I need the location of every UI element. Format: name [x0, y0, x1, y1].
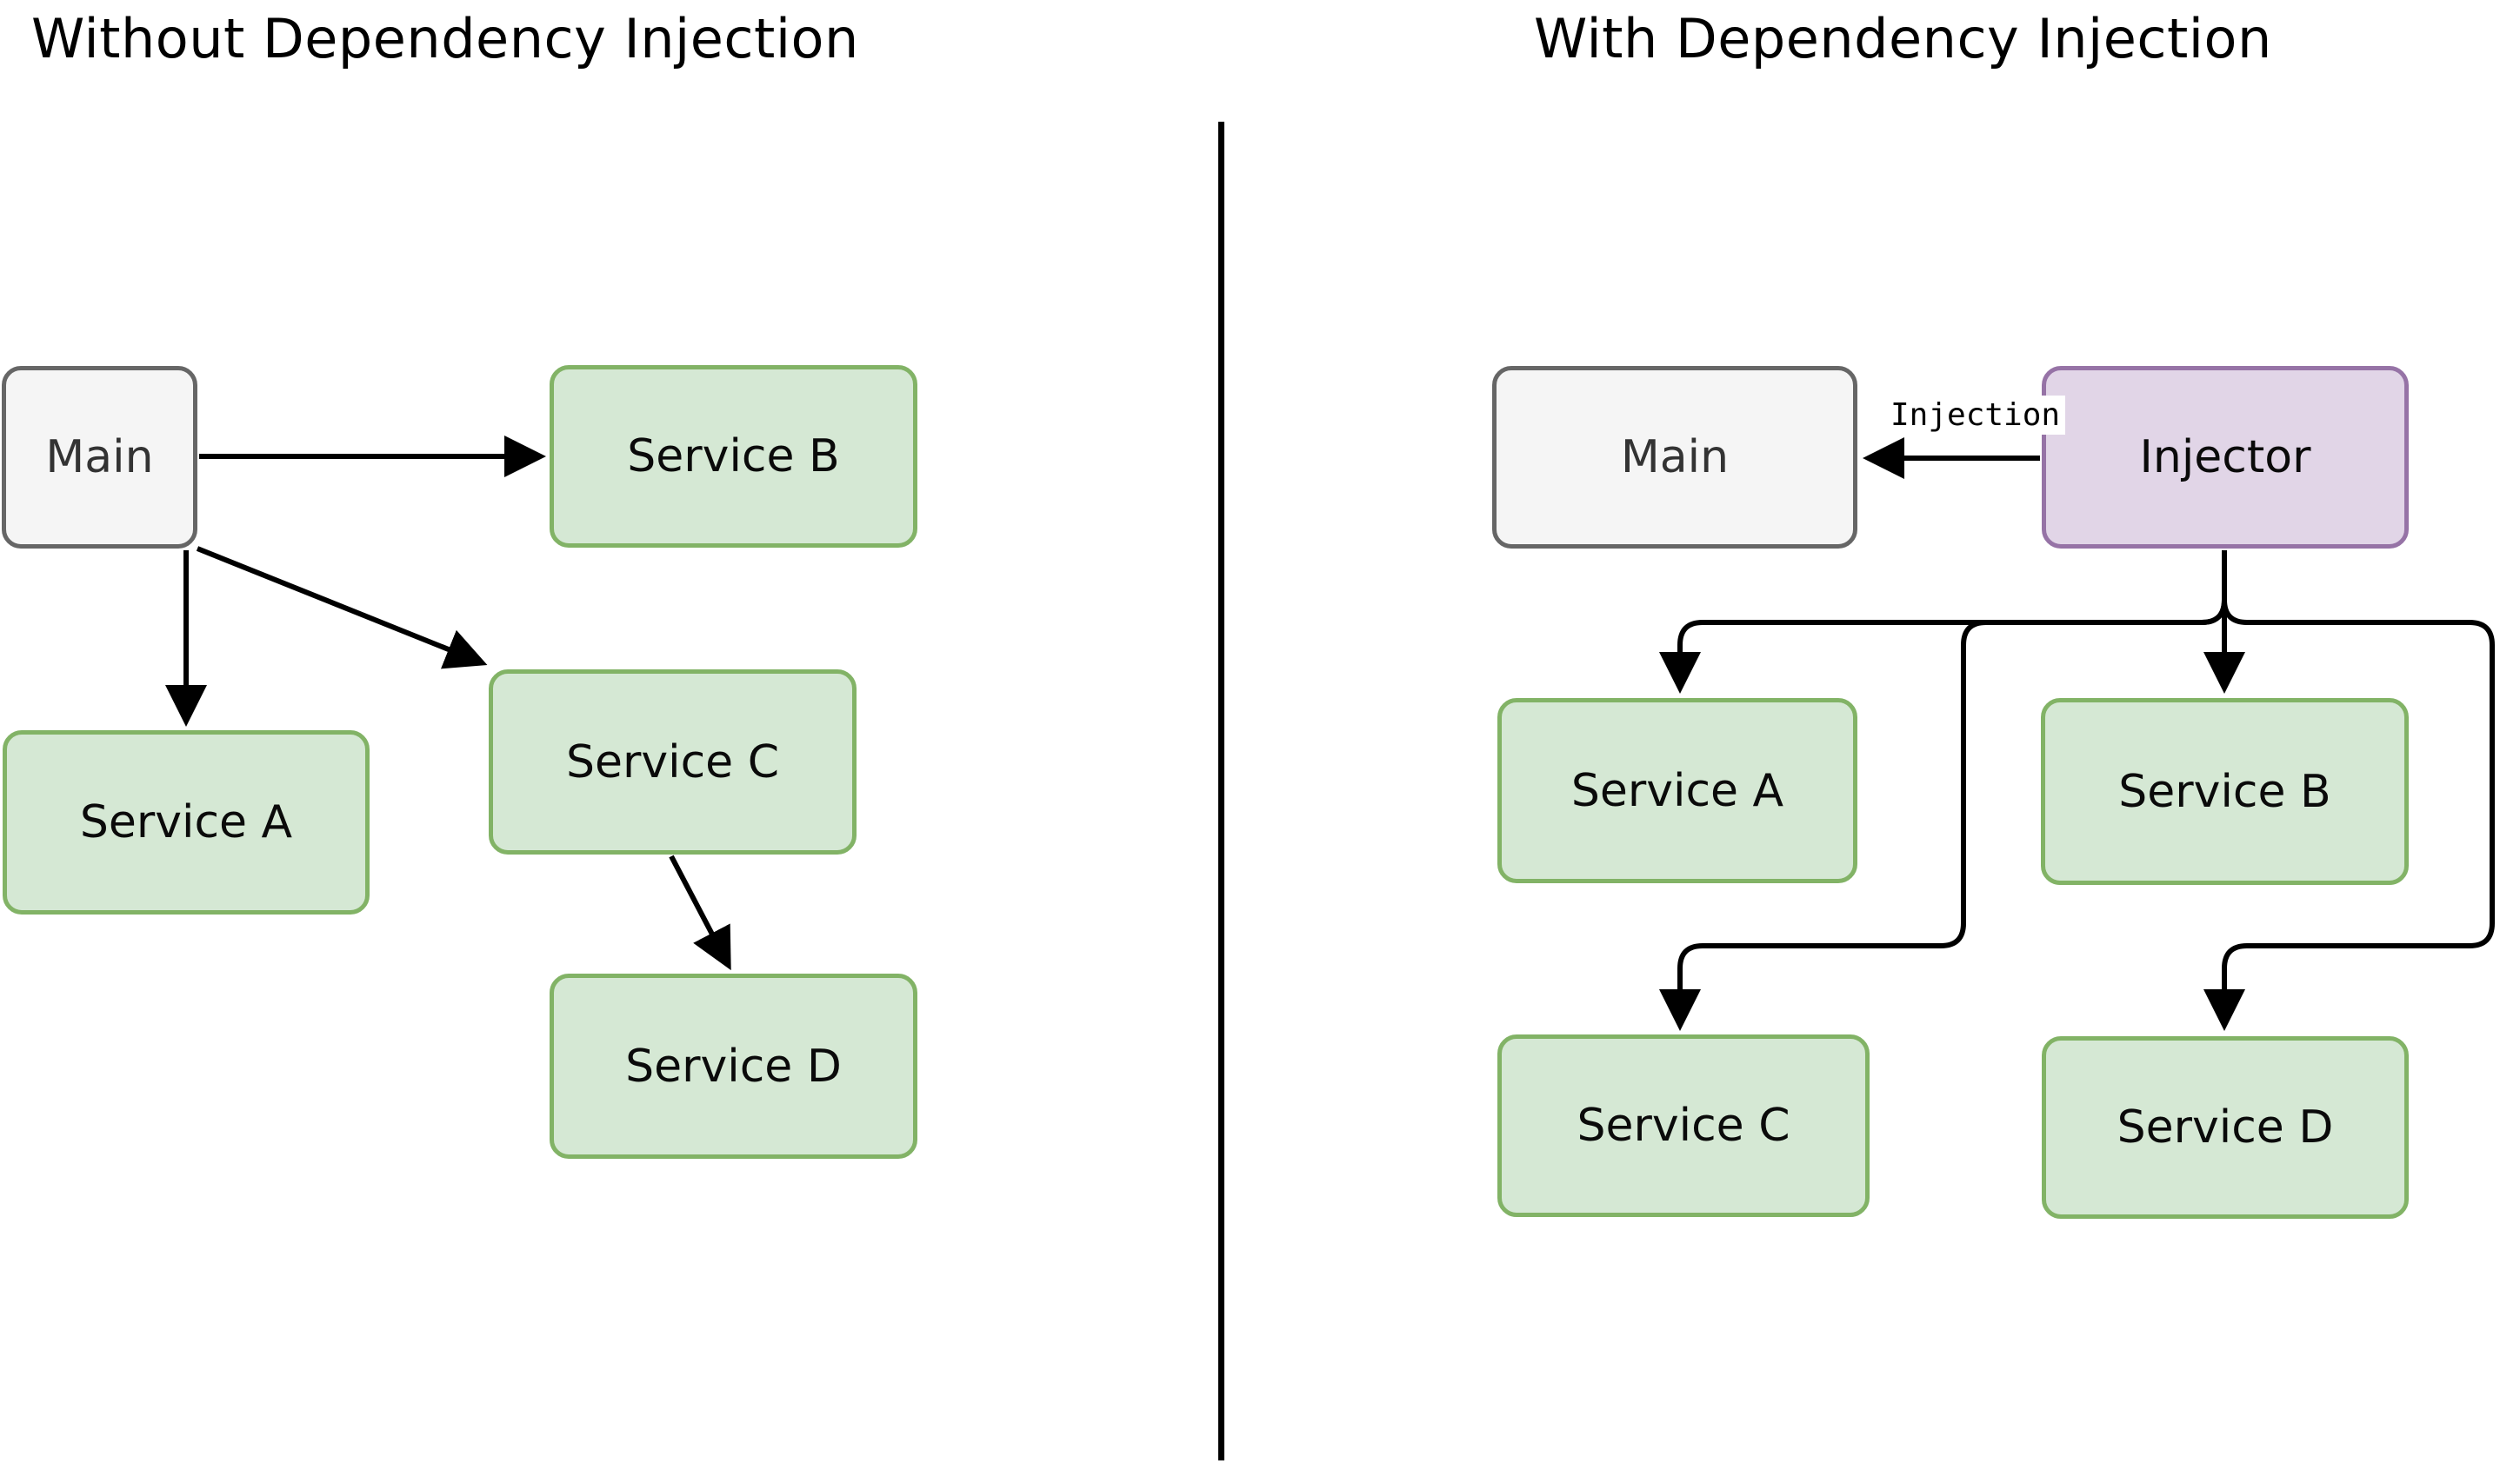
- node-left-service-a[interactable]: Service A: [3, 730, 370, 915]
- node-left-service-d[interactable]: Service D: [550, 974, 917, 1159]
- node-right-service-a[interactable]: Service A: [1497, 698, 1857, 883]
- panel-title-without-di: Without Dependency Injection: [31, 7, 859, 70]
- edge-injector-to-servicea: [1659, 599, 2227, 694]
- panel-title-with-di: With Dependency Injection: [1534, 7, 2272, 70]
- node-right-service-b[interactable]: Service B: [2041, 698, 2409, 885]
- node-right-injector[interactable]: Injector: [2042, 366, 2409, 549]
- edge-servicec-to-serviced: [669, 855, 731, 971]
- edge-label-injection: Injection: [1885, 396, 2066, 435]
- node-right-service-d[interactable]: Service D: [2042, 1036, 2409, 1219]
- edge-injector-to-serviced: [2203, 599, 2495, 1031]
- edge-injector-to-servicec: [1659, 599, 2227, 1031]
- node-right-main[interactable]: Main: [1492, 366, 1857, 549]
- node-left-service-c[interactable]: Service C: [489, 669, 857, 855]
- edge-main-to-servicec: [196, 546, 488, 669]
- panel-divider: [1218, 122, 1224, 1460]
- node-left-main[interactable]: Main: [2, 366, 197, 549]
- node-left-service-b[interactable]: Service B: [550, 365, 917, 548]
- node-right-service-c[interactable]: Service C: [1497, 1034, 1870, 1217]
